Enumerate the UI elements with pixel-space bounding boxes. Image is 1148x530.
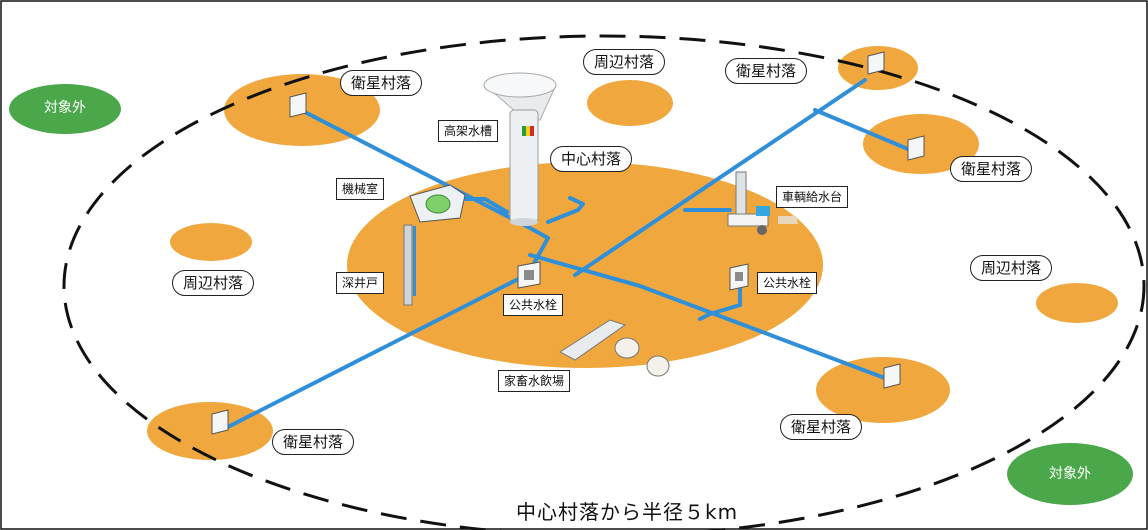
- peripheral-village-label: 周辺村落: [583, 49, 666, 75]
- peripheral-village-label: 周辺村落: [172, 270, 255, 296]
- deep-well-icon: [403, 224, 416, 306]
- peripheral-village-label: 周辺村落: [970, 255, 1053, 281]
- out-of-scope-area: [1007, 443, 1133, 505]
- out-of-scope-label: 対象外: [44, 100, 86, 116]
- satellite-village-label: 衛星村落: [780, 414, 863, 440]
- satellite-village-area: [816, 357, 950, 423]
- public-faucet-icon: [517, 261, 749, 291]
- goat-icon: [646, 355, 670, 377]
- peripheral-village-area: [170, 223, 252, 261]
- machine-room-label: 機械室: [336, 178, 385, 200]
- pump-icon: [409, 184, 466, 223]
- peripheral-village-area: [587, 80, 673, 126]
- livestock-trough-icon: [559, 319, 670, 377]
- satellite-village-area: [147, 402, 273, 460]
- peripheral-village-area: [1036, 283, 1118, 323]
- cart-icon: [727, 171, 798, 235]
- livestock-trough-label: 家畜水飲場: [498, 370, 571, 392]
- radius-boundary: [62, 34, 1146, 530]
- deep-well-label: 深井戸: [336, 272, 385, 294]
- radius-caption: 中心村落から半径５km: [516, 500, 739, 524]
- satellite-village-label: 衛星村落: [340, 70, 423, 96]
- public-faucet-label: 公共水栓: [503, 294, 564, 316]
- satellite-village-label: 衛星村落: [725, 58, 808, 84]
- public-faucet-label: 公共水栓: [757, 272, 818, 294]
- water-tower-icon: [483, 72, 557, 226]
- goat-icon: [614, 337, 640, 359]
- vehicle-station-label: 車輌給水台: [776, 186, 849, 208]
- public-faucet-icon: [211, 51, 925, 435]
- satellite-village-label: 衛星村落: [950, 156, 1033, 182]
- out-of-scope-label: 対象外: [1049, 466, 1091, 482]
- elevated-tank-label: 高架水槽: [438, 120, 499, 142]
- out-of-scope-area: [9, 84, 121, 134]
- satellite-village-label: 衛星村落: [272, 429, 355, 455]
- center-village-label: 中心村落: [550, 146, 633, 172]
